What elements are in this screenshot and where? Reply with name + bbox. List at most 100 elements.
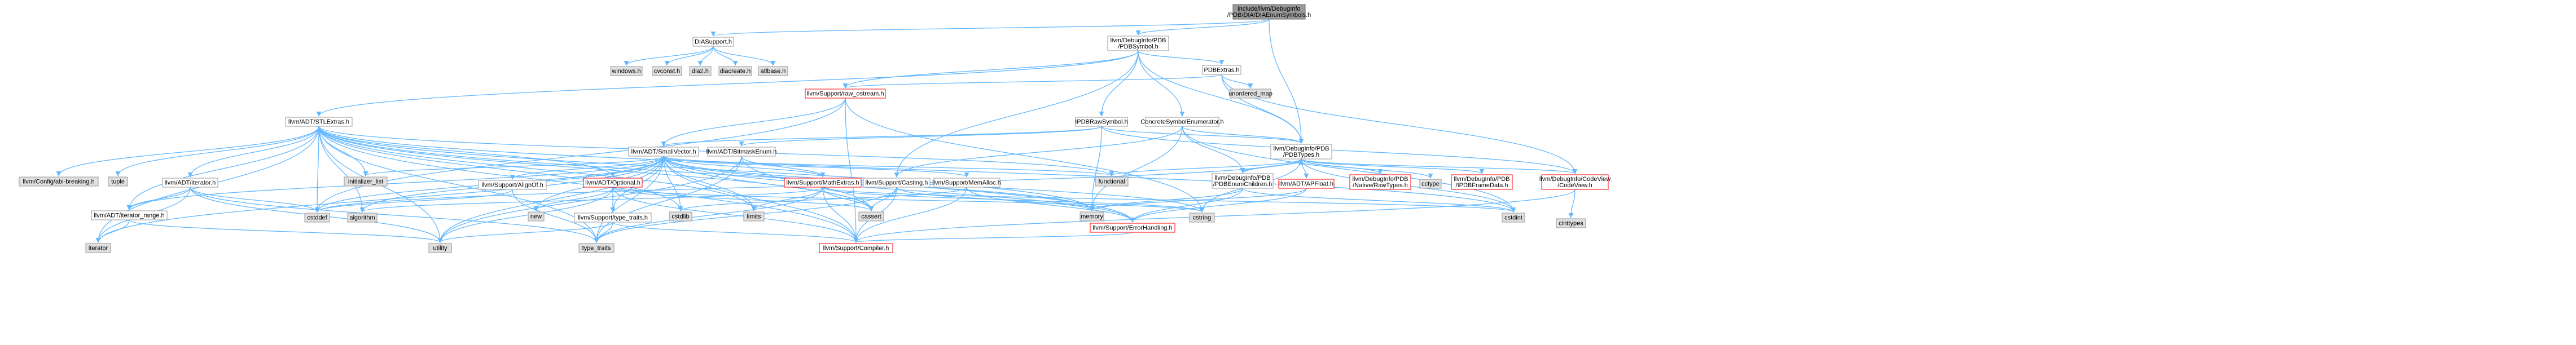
node-casting[interactable]: llvm/Support/Casting.h (863, 178, 931, 188)
node-smallvector[interactable]: llvm/ADT/SmallVector.h (628, 147, 699, 157)
edge-diasupport-to-cvconst_h (664, 46, 714, 66)
node-pdbtypes[interactable]: llvm/DebugInfo/PDB/PDBTypes.h (1270, 144, 1332, 160)
node-label-cstring-line-0: cstring (1193, 215, 1211, 222)
node-box-dia2_h (689, 66, 712, 76)
node-diacreate_h: diacreate.h (718, 66, 752, 76)
edge-errorhandling-to-compiler (853, 232, 1133, 243)
node-label-pdbsymbol-line-0: llvm/DebugInfo/PDB (1110, 37, 1166, 44)
node-root[interactable]: include/llvm/DebugInfo/PDB/DIA/DIAEnumSy… (1227, 4, 1311, 20)
node-pdbextras[interactable]: PDBExtras.h (1202, 65, 1241, 75)
node-label-iterator_range-line-0: llvm/ADT/iterator_range.h (94, 213, 164, 219)
node-box-cstring (1189, 213, 1215, 223)
node-cstdint: cstdint (1502, 213, 1525, 223)
node-box-iterator (85, 243, 111, 253)
node-label-codeview-line-1: /CodeView.h (1557, 182, 1592, 189)
edge-stlextras-to-tuple (115, 126, 319, 176)
edge-stlextras-to-algorithm (318, 126, 365, 213)
node-stlextras[interactable]: llvm/ADT/STLExtras.h (285, 117, 353, 127)
node-label-apfloat-line-0: llvm/ADT/APFloat.h (1279, 181, 1333, 188)
edge-pdbsymbol-to-raw_ostream (842, 50, 1139, 89)
node-label-cstdlib-line-0: cstdlib (672, 214, 689, 220)
node-iterator_range[interactable]: llvm/ADT/iterator_range.h (91, 210, 168, 220)
edge-type_traits_h-to-utility (437, 222, 613, 243)
edge-pdbtypes-to-pdbframedata (1301, 158, 1485, 174)
node-raw_ostream[interactable]: llvm/Support/raw_ostream.h (805, 89, 886, 99)
edge-raw_ostream-to-cstring (845, 98, 1205, 213)
edge-concretesymenum-to-memory (1089, 126, 1183, 211)
node-bitmaskenum[interactable]: llvm/ADT/BitmaskEnum.h (706, 147, 777, 157)
node-box-windows_h (610, 66, 643, 76)
node-label-cctype-line-0: cctype (1421, 181, 1440, 188)
node-box-adt_iterator (162, 178, 218, 188)
node-box-cfg_abi (19, 176, 99, 187)
node-nativetypes[interactable]: llvm/DebugInfo/PDB/Native/RawTypes.h (1349, 174, 1411, 190)
node-label-smallvector-line-0: llvm/ADT/SmallVector.h (631, 149, 696, 156)
edge-root-to-diasupport (711, 19, 1270, 37)
edge-bitmaskenum-to-mathextras (741, 156, 826, 178)
node-box-casting (863, 178, 931, 188)
edge-diasupport-to-atlbase_h (713, 46, 776, 66)
node-label-iterator-line-0: iterator (89, 245, 108, 252)
node-pdbframedata[interactable]: llvm/DebugInfo/PDB/IPDBFrameData.h (1451, 174, 1513, 190)
edge-mathextras-to-cstring (822, 187, 1205, 213)
node-box-diacreate_h (718, 66, 752, 76)
node-utility: utility (428, 243, 452, 253)
edge-mathextras-to-type_traits (594, 187, 823, 243)
node-label-memory-line-0: memory (1081, 214, 1103, 220)
node-label-cfg_abi-line-0: llvm/Config/abi-breaking.h (23, 179, 94, 185)
node-box-ipdbrawsymbol (1075, 117, 1128, 127)
edge-smallvector-to-memalloc (663, 156, 969, 178)
node-adt_iterator[interactable]: llvm/ADT/iterator.h (162, 178, 218, 188)
edge-pdbtypes-to-nativetypes (1301, 158, 1383, 174)
edge-smallvector-to-initializer_list (363, 156, 664, 176)
node-codeview[interactable]: llvm/DebugInfo/CodeView/CodeView.h (1539, 174, 1610, 190)
node-compiler[interactable]: llvm/Support/Compiler.h (819, 243, 893, 253)
node-memalloc[interactable]: llvm/Support/MemAlloc.h (932, 178, 1001, 188)
edge-concretesymenum-to-pdbenumchildren (1182, 126, 1245, 173)
node-new: new (528, 211, 545, 222)
node-box-atlbase_h (758, 66, 788, 76)
node-alignof[interactable]: llvm/Support/AlignOf.h (478, 180, 547, 190)
edge-ipdbrawsymbol-to-smallvector (661, 126, 1102, 147)
edge-adt_iterator-to-type_traits (190, 187, 599, 243)
node-pdbsymbol[interactable]: llvm/DebugInfo/PDB/PDBSymbol.h (1107, 36, 1169, 51)
node-type_traits_h[interactable]: llvm/Support/type_traits.h (574, 213, 652, 223)
node-box-limits (743, 211, 765, 222)
edge-casting-to-cassert (868, 187, 897, 211)
node-box-alignof (478, 180, 547, 190)
node-diasupport[interactable]: DIASupport.h (692, 37, 734, 47)
edge-pdbenumchildren-to-pdbtypes (1242, 160, 1304, 174)
edge-smallvector-to-iterator (95, 156, 664, 243)
edge-smallvector-to-utility (437, 156, 664, 243)
edge-ipdbrawsymbol-to-codeview (1101, 126, 1578, 174)
node-box-iterator_range (91, 210, 168, 220)
node-box-type_traits_h (574, 213, 652, 223)
node-errorhandling[interactable]: llvm/Support/ErrorHandling.h (1090, 223, 1175, 233)
edge-smallvector-to-cstdlib (663, 156, 683, 211)
node-label-alignof-line-0: llvm/Support/AlignOf.h (481, 182, 543, 189)
node-optional[interactable]: llvm/ADT/Optional.h (583, 178, 643, 188)
node-label-windows_h-line-0: windows.h (611, 68, 640, 75)
node-ipdbrawsymbol[interactable]: IPDBRawSymbol.h (1075, 117, 1128, 127)
edge-pdbextras-to-raw_ostream (842, 74, 1222, 89)
edge-apfloat-to-errorhandling (1130, 188, 1307, 223)
node-label-cvconst_h-line-0: cvconst.h (654, 68, 680, 75)
node-concretesymenum[interactable]: ConcreteSymbolEnumerator.h (1140, 117, 1224, 127)
node-mathextras[interactable]: llvm/Support/MathExtras.h (784, 178, 862, 188)
node-label-pdbframedata-line-1: /IPDBFrameData.h (1456, 182, 1508, 189)
node-label-cassert-line-0: cassert (861, 214, 881, 220)
node-pdbenumchildren[interactable]: llvm/DebugInfo/PDB/PDBEnumChildren.h (1212, 173, 1274, 189)
node-label-errorhandling-line-0: llvm/Support/ErrorHandling.h (1092, 225, 1172, 232)
node-functional: functional (1095, 176, 1129, 187)
node-label-concretesymenum-line-0: ConcreteSymbolEnumerator.h (1140, 119, 1223, 126)
edge-casting-to-memory (896, 187, 1095, 211)
edge-smallvector-to-compiler (663, 156, 859, 243)
node-box-compiler (819, 243, 893, 253)
node-label-functional-line-0: functional (1098, 179, 1125, 185)
edge-mathextras-to-limits (751, 187, 823, 211)
node-label-root-line-1: /PDB/DIA/DIAEnumSymbols.h (1227, 12, 1311, 19)
node-apfloat[interactable]: llvm/ADT/APFloat.h (1278, 179, 1335, 189)
edge-apfloat-to-memory (1089, 188, 1307, 211)
node-box-bitmaskenum (707, 147, 776, 157)
node-label-limits-line-0: limits (747, 214, 761, 220)
